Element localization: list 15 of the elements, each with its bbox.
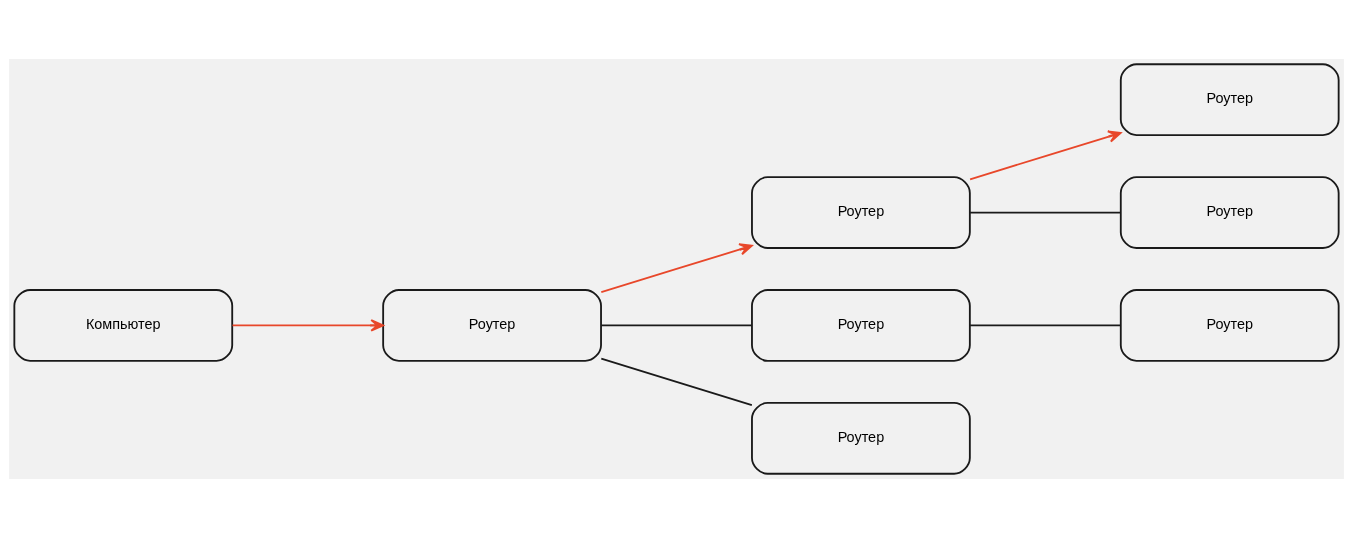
node-box: Роутер (1119, 288, 1340, 362)
node-box: Компьютер (13, 288, 234, 362)
connector (969, 211, 1122, 213)
node-box: Роутер (751, 175, 971, 249)
connector (969, 324, 1122, 326)
arrow (231, 318, 384, 332)
node-box: Роутер (751, 288, 971, 362)
node-box: Роутер (382, 288, 602, 362)
arrow (969, 129, 1122, 180)
node-box: Роутер (751, 401, 971, 475)
connector (600, 324, 753, 326)
connector (600, 357, 753, 406)
arrow (600, 242, 753, 293)
node-box: Роутер (1119, 175, 1340, 249)
node-box: Роутер (1119, 62, 1340, 136)
